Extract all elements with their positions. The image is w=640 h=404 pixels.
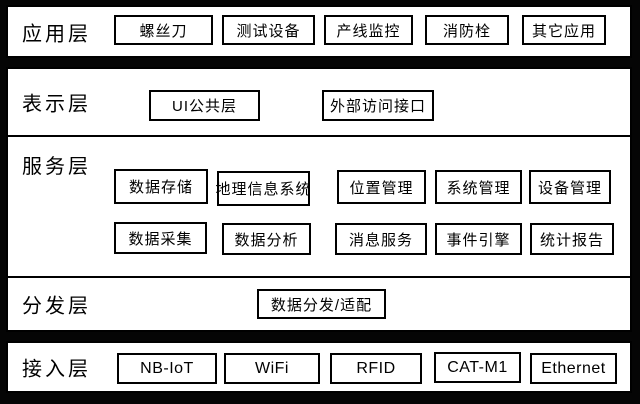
node-gis: 地理信息系统 <box>215 171 312 206</box>
node-label: RFID <box>356 359 396 377</box>
node-label: 数据采集 <box>128 230 193 248</box>
node-label: UI公共层 <box>171 98 237 115</box>
node-label: 数据存储 <box>128 179 193 196</box>
node-label: 系统管理 <box>446 179 511 197</box>
node-production-line-monitoring: 产线监控 <box>324 15 413 45</box>
node-external-access-interface: 外部访问接口 <box>322 90 434 121</box>
node-label: 消息服务 <box>348 231 413 249</box>
node-wifi: WiFi <box>224 353 320 384</box>
layer-band-presentation: 表示层 UI公共层 外部访问接口 <box>6 67 632 137</box>
node-screwdriver: 螺丝刀 <box>114 15 213 45</box>
node-fire-hydrant: 消防栓 <box>425 15 509 45</box>
layer-label-distribution: 分发层 <box>22 295 91 318</box>
node-label: 外部访问接口 <box>329 98 426 115</box>
node-label: CAT-M1 <box>447 358 508 376</box>
node-device-management: 设备管理 <box>529 170 611 204</box>
node-label: 设备管理 <box>537 179 602 197</box>
node-message-service: 消息服务 <box>335 223 427 255</box>
node-system-management: 系统管理 <box>435 170 522 204</box>
node-data-analysis: 数据分析 <box>222 223 311 255</box>
node-cat-m1: CAT-M1 <box>434 352 521 383</box>
layer-band-distribution: 分发层 数据分发/适配 <box>6 276 632 332</box>
layer-label-presentation: 表示层 <box>22 93 91 116</box>
node-label: WiFi <box>255 359 289 377</box>
layer-label-service: 服务层 <box>22 156 91 178</box>
node-label: 测试设备 <box>236 22 301 40</box>
node-other-applications: 其它应用 <box>522 15 606 45</box>
node-statistical-report: 统计报告 <box>530 223 614 255</box>
node-rfid: RFID <box>330 353 422 384</box>
layer-label-access: 接入层 <box>22 358 91 381</box>
node-label: 数据分析 <box>234 231 299 249</box>
layer-band-application: 应用层 螺丝刀 测试设备 产线监控 消防栓 其它应用 <box>6 5 632 58</box>
node-label: 其它应用 <box>531 22 596 40</box>
layer-label-application: 应用层 <box>22 23 91 45</box>
node-label: 螺丝刀 <box>139 22 188 40</box>
node-label: 位置管理 <box>349 179 414 197</box>
node-nb-iot: NB-IoT <box>117 353 217 384</box>
layer-band-service: 服务层 数据存储 地理信息系统 位置管理 系统管理 设备管理 数据采集 数据分析… <box>6 135 632 278</box>
node-data-collection: 数据采集 <box>114 222 207 254</box>
node-label: Ethernet <box>541 359 606 377</box>
node-label: 地理信息系统 <box>215 181 312 198</box>
node-label: 消防栓 <box>442 22 491 40</box>
node-data-storage: 数据存储 <box>114 169 208 204</box>
node-label: 数据分发/适配 <box>270 296 373 314</box>
node-ethernet: Ethernet <box>530 353 617 384</box>
node-event-engine: 事件引擎 <box>435 223 522 255</box>
layer-band-access: 接入层 NB-IoT WiFi RFID CAT-M1 Ethernet <box>6 341 632 393</box>
node-label: 产线监控 <box>336 22 401 40</box>
node-label: 事件引擎 <box>446 231 511 249</box>
node-test-equipment: 测试设备 <box>222 15 315 45</box>
node-ui-common-layer: UI公共层 <box>149 90 260 121</box>
node-data-distribution-adaptation: 数据分发/适配 <box>257 289 386 319</box>
node-label: 统计报告 <box>539 231 604 249</box>
node-location-management: 位置管理 <box>337 170 426 204</box>
node-label: NB-IoT <box>140 359 194 377</box>
